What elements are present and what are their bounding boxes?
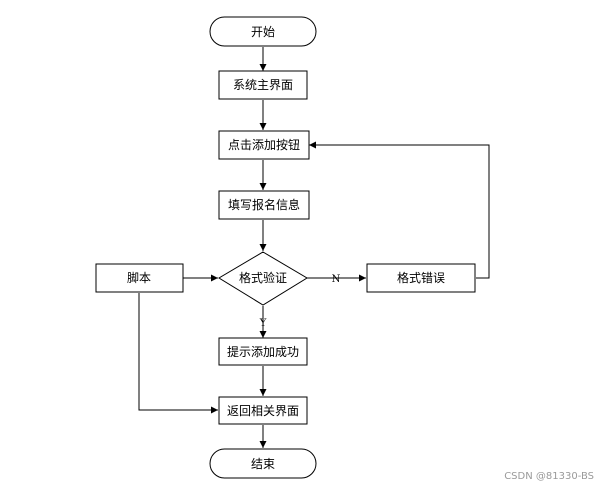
edge-format-error-to-click-add xyxy=(309,141,490,279)
edge-script-to-return-ui xyxy=(138,293,218,414)
watermark: CSDN @81330-BS xyxy=(504,471,594,482)
node-return-ui-label: 返回相关界面 xyxy=(227,404,299,418)
edges xyxy=(138,47,490,448)
edge-label-no: N xyxy=(332,274,341,285)
node-fill-info: 填写报名信息 xyxy=(218,190,310,220)
terminator-shape xyxy=(209,448,317,479)
node-click-add-label: 点击添加按钮 xyxy=(228,137,300,152)
node-click-add: 点击添加按钮 xyxy=(218,130,310,160)
node-end: 结束 xyxy=(209,448,317,479)
node-start-label: 开始 xyxy=(251,25,275,39)
process-shape xyxy=(218,396,308,425)
node-prompt-success-label: 提示添加成功 xyxy=(227,344,299,359)
process-shape xyxy=(218,190,310,220)
process-shape xyxy=(366,263,476,293)
process-shape xyxy=(95,263,184,293)
node-fill-info-label: 填写报名信息 xyxy=(228,197,300,212)
node-format-check: 格式验证 xyxy=(218,251,308,306)
edge-label-yes: Y xyxy=(259,318,267,329)
node-main-ui: 系统主界面 xyxy=(218,70,308,100)
process-shape xyxy=(218,70,308,100)
process-shape xyxy=(218,130,310,160)
node-format-error: 格式错误 xyxy=(366,263,476,293)
node-return-ui: 返回相关界面 xyxy=(218,396,308,425)
decision-shape xyxy=(218,251,308,306)
node-main-ui-label: 系统主界面 xyxy=(233,78,293,92)
node-script-label: 脚本 xyxy=(127,270,151,285)
node-start: 开始 xyxy=(209,16,317,47)
node-prompt-success: 提示添加成功 xyxy=(218,337,308,366)
terminator-shape xyxy=(209,16,317,47)
process-shape xyxy=(218,337,308,366)
node-format-error-label: 格式错误 xyxy=(397,270,445,285)
node-script: 脚本 xyxy=(95,263,184,293)
node-end-label: 结束 xyxy=(251,457,275,471)
node-format-check-label: 格式验证 xyxy=(239,270,287,285)
